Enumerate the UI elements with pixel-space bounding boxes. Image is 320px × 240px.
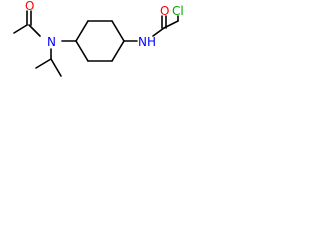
atom-nh-amide: NH bbox=[138, 35, 156, 49]
bond-group bbox=[13, 10, 179, 77]
bond-acetyl-n bbox=[28, 24, 41, 37]
atom-o-chloroacetyl: O bbox=[160, 4, 169, 18]
atom-cl: Cl bbox=[172, 4, 184, 18]
molecule-structure-diagram: O N NH O Cl bbox=[13, 0, 184, 77]
bond-nh-carbonyl bbox=[152, 27, 165, 37]
atom-label-group: O N NH O Cl bbox=[25, 0, 184, 49]
bond-ring-4 bbox=[111, 40, 125, 62]
bond-isopropyl-me2 bbox=[50, 58, 62, 77]
bond-ring-3 bbox=[111, 20, 125, 42]
bond-carbonyl-ch2 bbox=[163, 20, 179, 29]
bond-acetyl-methyl bbox=[13, 24, 28, 34]
atom-n-amide: N bbox=[47, 35, 56, 49]
bond-isopropyl-me1 bbox=[35, 58, 52, 69]
bond-ring-1 bbox=[75, 20, 89, 42]
bond-ring-6 bbox=[75, 40, 89, 62]
atom-o-acetyl: O bbox=[25, 0, 34, 13]
